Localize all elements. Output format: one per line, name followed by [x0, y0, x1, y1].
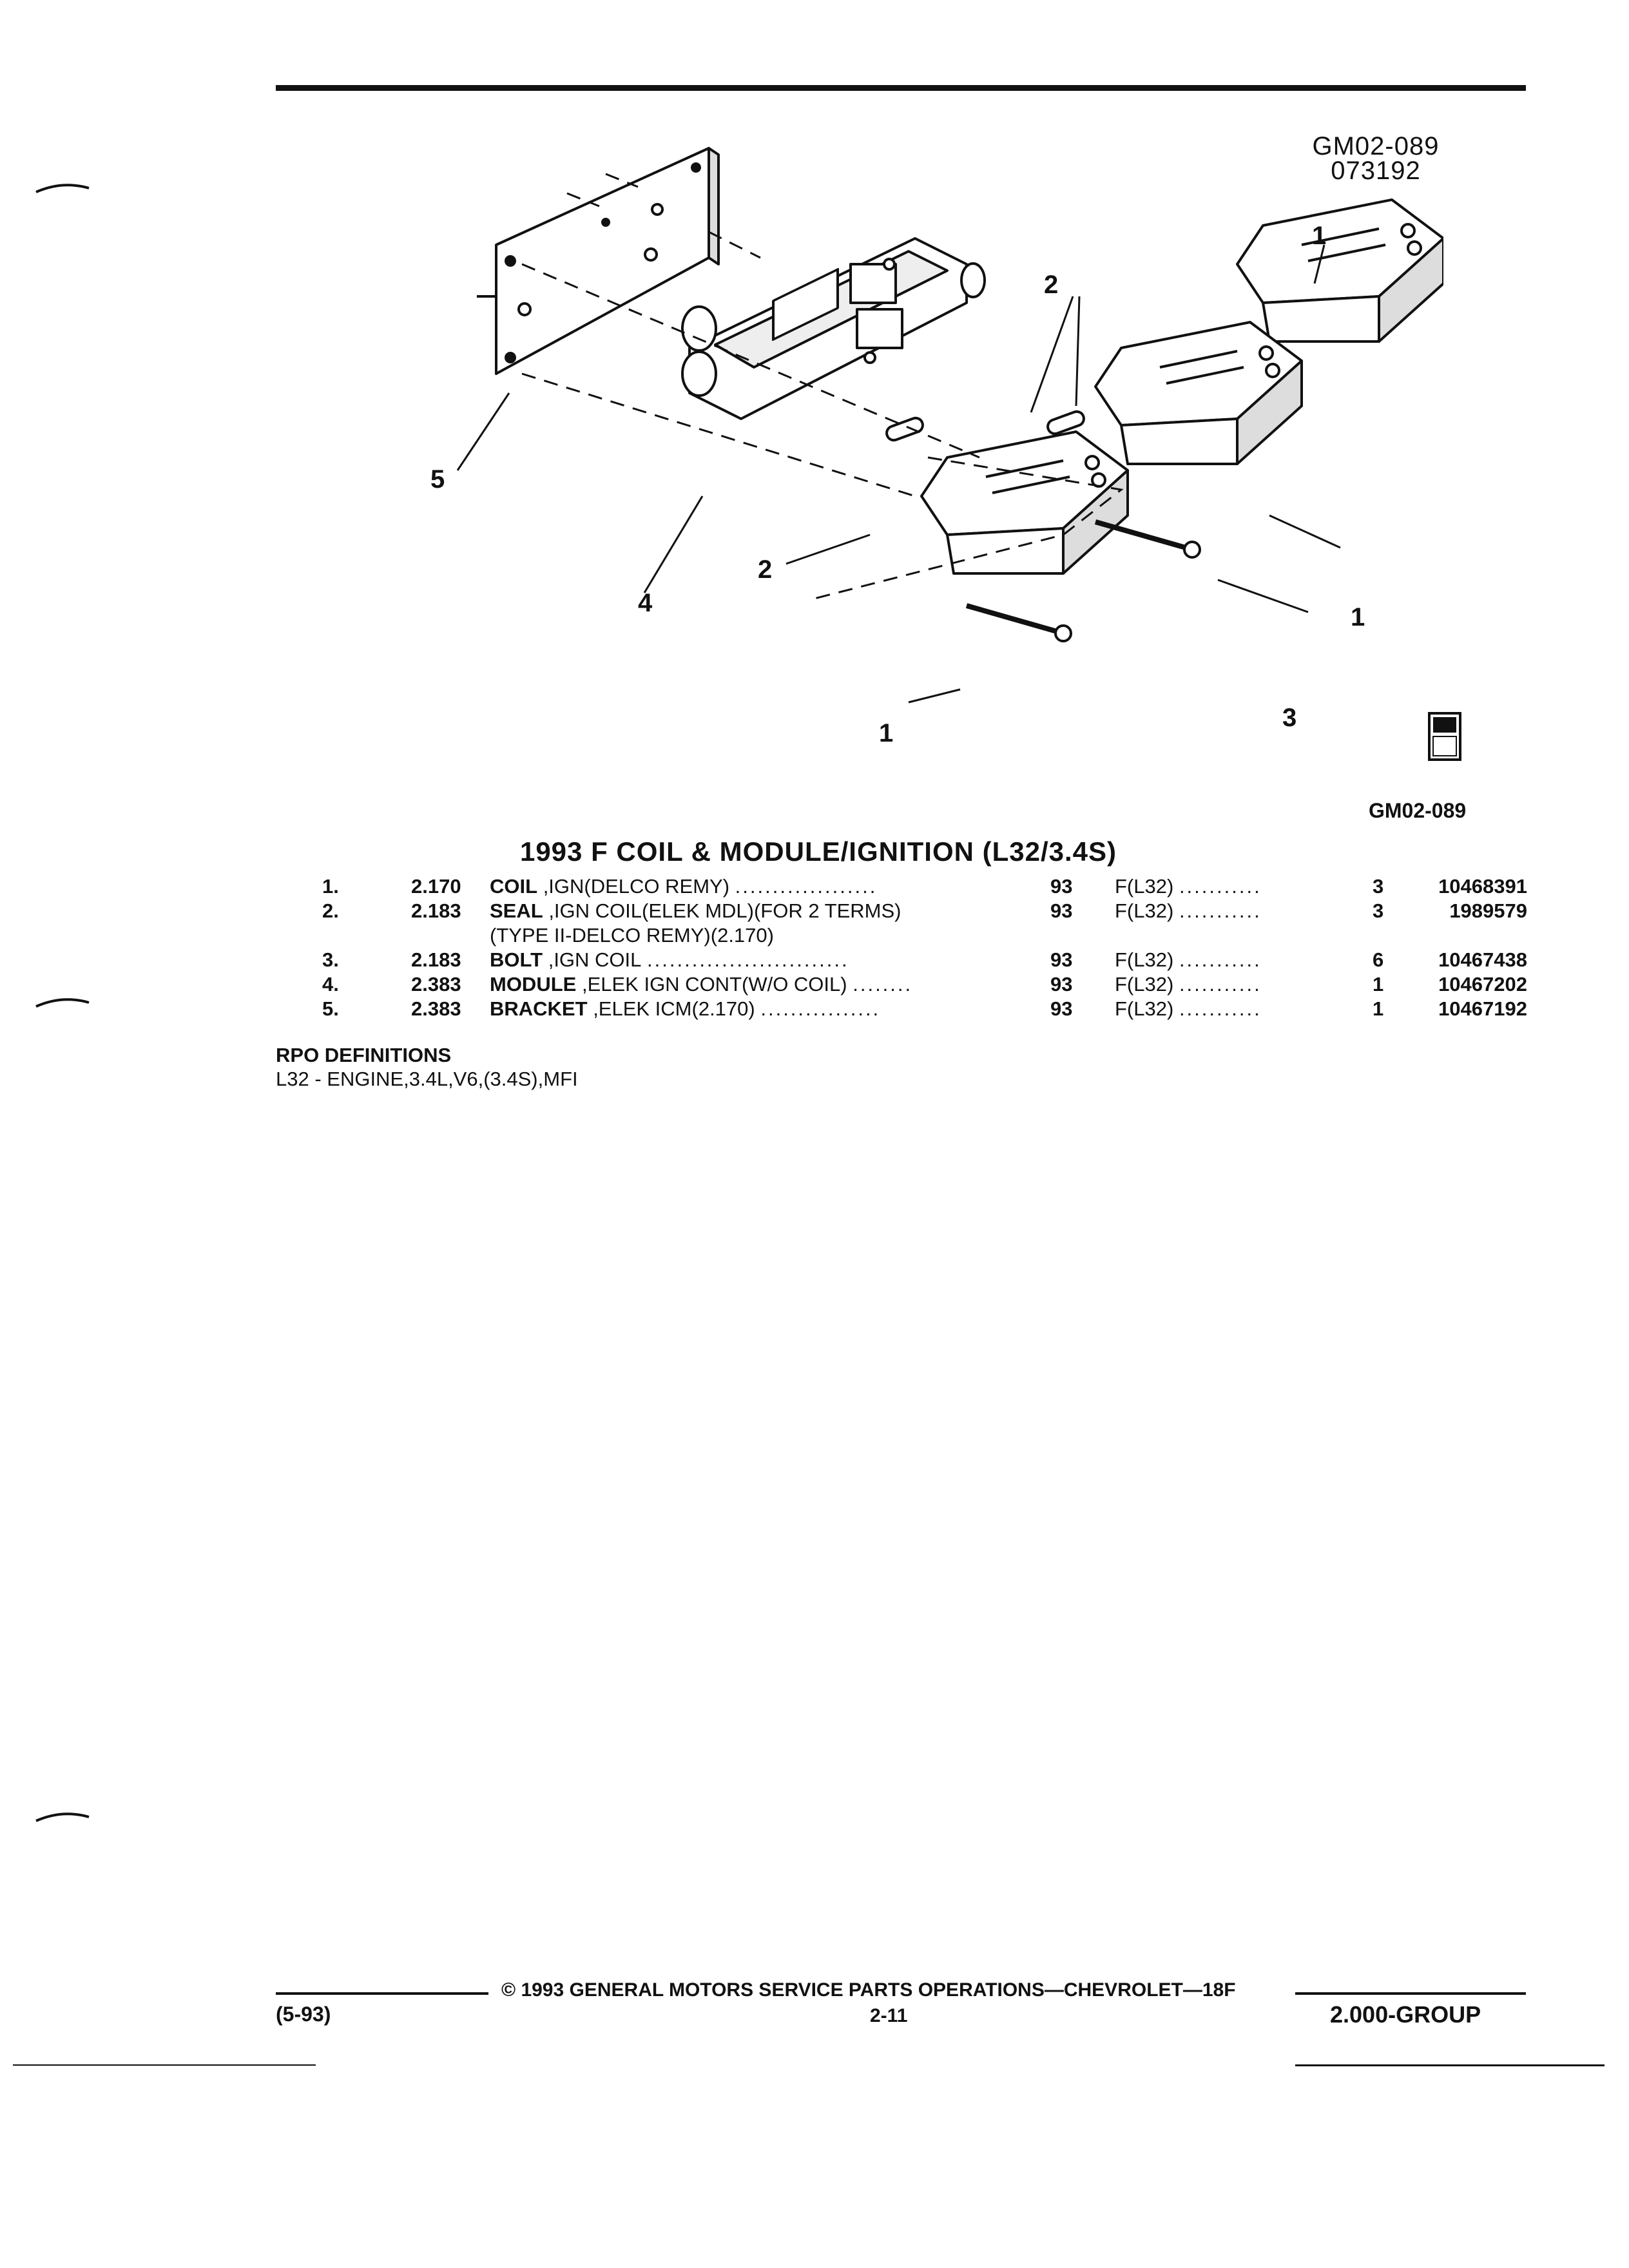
callout-coil-middle: 1 — [1351, 603, 1365, 631]
margin-mark-middle — [35, 998, 90, 1008]
callout-coil-bottom: 1 — [879, 719, 894, 747]
item-description: MODULE ,ELEK IGN CONT(W/O COIL) ........ — [490, 973, 913, 995]
quantity: 1 — [1373, 997, 1384, 1020]
bracket-plate — [477, 147, 720, 375]
margin-mark-top — [35, 184, 90, 193]
list-item: 1. 2.170 COIL ,IGN(DELCO REMY) .........… — [309, 875, 1527, 899]
footer-rule-left — [276, 1992, 488, 1995]
item-number: 3. — [322, 948, 339, 971]
list-item: 4. 2.383 MODULE ,ELEK IGN CONT(W/O COIL)… — [309, 973, 1527, 997]
model-year: 93 — [1050, 875, 1073, 898]
list-item: 2. 2.183 SEAL ,IGN COIL(ELEK MDL)(FOR 2 … — [309, 899, 1527, 924]
list-item: 3. 2.183 BOLT ,IGN COIL ................… — [309, 948, 1527, 973]
figure-id: GM02-089 — [1312, 132, 1440, 160]
model-year: 93 — [1050, 997, 1073, 1020]
footer-rule-right — [1295, 1992, 1526, 1995]
coil-module-illustration — [456, 147, 1443, 704]
ignition-module — [681, 237, 986, 420]
quantity: 6 — [1373, 948, 1384, 971]
part-number: 1989579 — [1449, 899, 1527, 922]
margin-mark-bottom — [35, 1812, 90, 1822]
quantity: 1 — [1373, 973, 1384, 995]
group-number: 2.170 — [411, 875, 461, 898]
group-number: 2.383 — [411, 997, 461, 1020]
item-description: BRACKET ,ELEK ICM(2.170) ...............… — [490, 997, 881, 1020]
item-number: 1. — [322, 875, 339, 898]
group-number: 2.183 — [411, 948, 461, 971]
footer-date: (5-93) — [276, 2003, 331, 2026]
footer-group: 2.000-GROUP — [1330, 2001, 1481, 2028]
model-year: 93 — [1050, 948, 1073, 971]
top-rule — [276, 85, 1526, 91]
item-number: 5. — [322, 997, 339, 1020]
item-description: BOLT ,IGN COIL .........................… — [490, 948, 849, 971]
model-code: F(L32) ........... — [1115, 997, 1262, 1020]
bottom-rule-right — [1295, 2064, 1605, 2066]
item-description: SEAL ,IGN COIL(ELEK MDL)(FOR 2 TERMS) — [490, 899, 901, 922]
callout-bracket: 5 — [430, 465, 445, 494]
bolt-upper — [1094, 519, 1201, 559]
model-code: F(L32) ........... — [1115, 973, 1262, 995]
part-number: 10467192 — [1438, 997, 1527, 1020]
model-code: F(L32) ........... — [1115, 948, 1262, 971]
page-title: 1993 F COIL & MODULE/IGNITION (L32/3.4S) — [519, 836, 1117, 867]
model-code: F(L32) ........... — [1115, 875, 1262, 898]
group-number: 2.183 — [411, 899, 461, 922]
parts-list: 1. 2.170 COIL ,IGN(DELCO REMY) .........… — [309, 875, 1527, 1022]
list-item: 5. 2.383 BRACKET ,ELEK ICM(2.170) ......… — [309, 997, 1527, 1022]
figure-date: 073192 — [1331, 157, 1421, 185]
alignment-lines — [521, 173, 1124, 601]
callout-bolt: 3 — [1282, 704, 1297, 732]
callout-module: 4 — [638, 589, 653, 617]
part-number: 10468391 — [1438, 875, 1527, 898]
rpo-definition: L32 - ENGINE,3.4L,V6,(3.4S),MFI — [276, 1068, 578, 1090]
model-code: F(L32) ........... — [1115, 899, 1262, 922]
figure-footer-id: GM02-089 — [1369, 799, 1467, 822]
callout-coil-top: 1 — [1312, 222, 1327, 250]
quantity: 3 — [1373, 875, 1384, 898]
coil-middle — [1094, 321, 1303, 465]
model-year: 93 — [1050, 899, 1073, 922]
part-number: 10467438 — [1438, 948, 1527, 971]
item-description-continued: (TYPE II-DELCO REMY)(2.170) — [490, 924, 774, 947]
part-number: 10467202 — [1438, 973, 1527, 995]
item-description: COIL ,IGN(DELCO REMY) ..................… — [490, 875, 878, 898]
rpo-heading: RPO DEFINITIONS — [276, 1044, 452, 1066]
callout-seal-upper: 2 — [1044, 271, 1059, 299]
coil-bottom — [920, 430, 1129, 575]
list-item-continuation: (TYPE II-DELCO REMY)(2.170) — [309, 924, 1527, 948]
callout-seal-lower: 2 — [758, 555, 773, 584]
leader-lines — [456, 244, 1341, 704]
item-number: 4. — [322, 973, 339, 995]
item-number: 2. — [322, 899, 339, 922]
gm-spo-logo — [1428, 712, 1461, 761]
bottom-rule-left — [13, 2064, 316, 2066]
quantity: 3 — [1373, 899, 1384, 922]
model-year: 93 — [1050, 973, 1073, 995]
coil-top-right — [1236, 198, 1443, 343]
footer-copyright: © 1993 GENERAL MOTORS SERVICE PARTS OPER… — [501, 1979, 1236, 2001]
bolt-lower — [965, 603, 1072, 642]
footer-page-number: 2-11 — [870, 2005, 908, 2026]
group-number: 2.383 — [411, 973, 461, 995]
